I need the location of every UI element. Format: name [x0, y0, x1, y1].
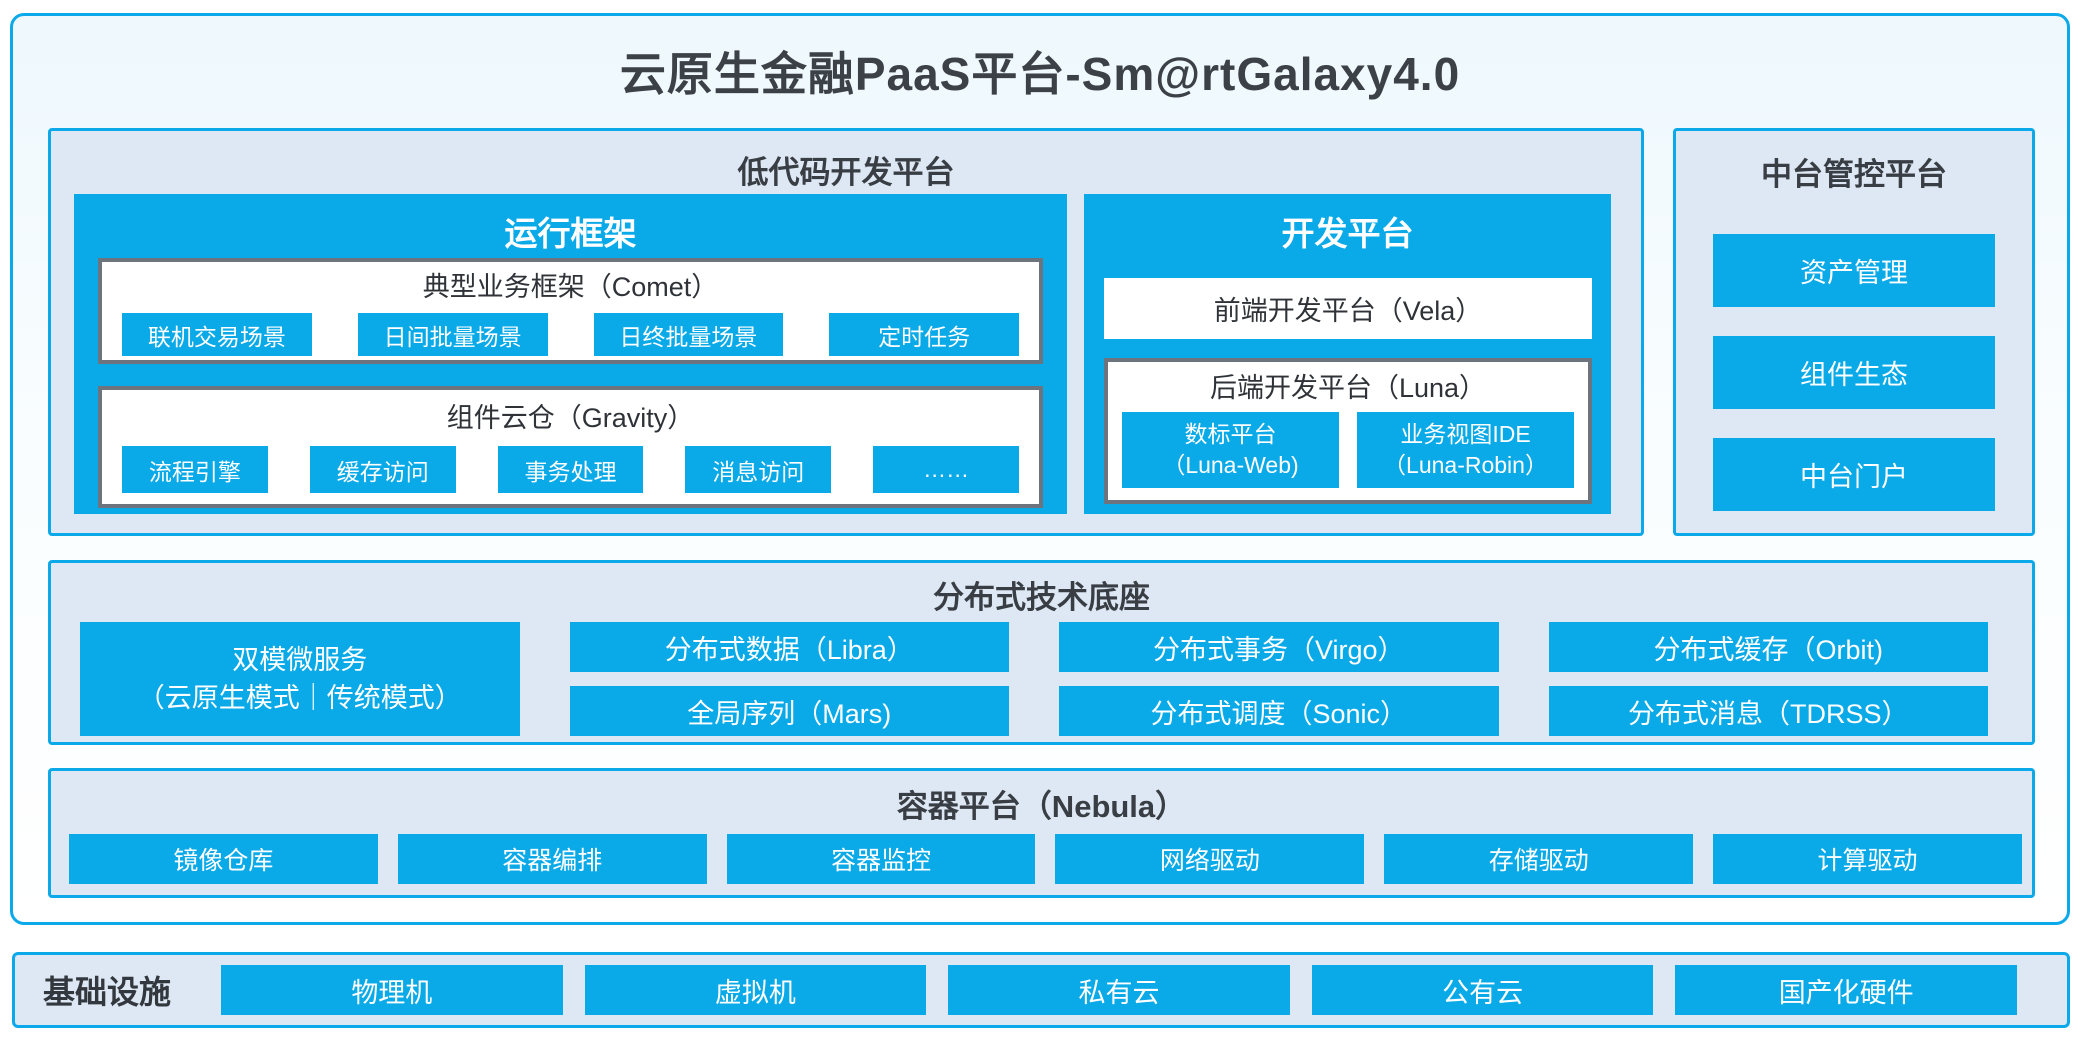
distributed-message-tdrss: 分布式消息（TDRSS） [1548, 686, 1988, 736]
distributed-scheduling-sonic: 分布式调度（Sonic） [1059, 686, 1499, 736]
dual-mode-microservice-box: 双模微服务 （云原生模式｜传统模式） [80, 622, 520, 736]
comet-item: 日终批量场景 [593, 313, 784, 356]
container-item-network-driver: 网络驱动 [1055, 834, 1365, 884]
container-platform-title: 容器平台（Nebula） [896, 789, 1187, 824]
comet-item: 定时任务 [829, 313, 1019, 356]
midplatform-title: 中台管控平台 [1761, 157, 1947, 192]
gravity-title: 组件云仓（Gravity） [446, 403, 695, 433]
dual-mode-line1: 双模微服务 [232, 645, 368, 675]
distributed-column-1: 分布式数据（Libra） 全局序列（Mars) [569, 622, 1009, 736]
page-title: 云原生金融PaaS平台-Sm@rtGalaxy4.0 [619, 48, 1461, 100]
dual-mode-line2: （云原生模式｜传统模式） [137, 683, 462, 713]
midplatform-item-portal: 中台门户 [1713, 438, 1995, 511]
midplatform-items: 资产管理 组件生态 中台门户 [1713, 234, 1995, 511]
gravity-items-row: 流程引擎 缓存访问 事务处理 消息访问 …… [122, 446, 1019, 493]
infrastructure-title: 基础设施 [43, 974, 172, 1010]
container-item-image-registry: 镜像仓库 [69, 834, 378, 884]
comet-item: 日间批量场景 [357, 313, 548, 356]
luna-items-row: 数标平台 （Luna-Web) 业务视图IDE （Luna-Robin） [1122, 412, 1574, 488]
container-item-monitoring: 容器监控 [726, 834, 1036, 884]
gravity-item: 缓存访问 [309, 446, 456, 493]
infra-item-virtual-machine: 虚拟机 [584, 965, 927, 1015]
comet-framework-box: 典型业务框架（Comet） 联机交易场景 日间批量场景 日终批量场景 定时任务 [98, 258, 1043, 364]
luna-web-label-line1: 数标平台 [1184, 421, 1277, 447]
container-item-compute-driver: 计算驱动 [1713, 834, 2022, 884]
dev-platform-box: 开发平台 前端开发平台（Vela） 后端开发平台（Luna） 数标平台 （Lun… [1084, 194, 1611, 514]
luna-backend-box: 后端开发平台（Luna） 数标平台 （Luna-Web) 业务视图IDE （Lu… [1104, 358, 1592, 504]
runtime-framework-title: 运行框架 [504, 215, 637, 252]
gravity-warehouse-box: 组件云仓（Gravity） 流程引擎 缓存访问 事务处理 消息访问 …… [98, 386, 1043, 508]
comet-item: 联机交易场景 [122, 313, 312, 356]
distributed-cache-orbit: 分布式缓存（Orbit) [1548, 622, 1988, 672]
container-item-orchestration: 容器编排 [397, 834, 707, 884]
gravity-item: 消息访问 [685, 446, 832, 493]
vela-frontend-box: 前端开发平台（Vela） [1104, 278, 1592, 339]
midplatform-item-asset-management: 资产管理 [1713, 234, 1995, 307]
infra-item-physical-machine: 物理机 [221, 965, 563, 1015]
distributed-title: 分布式技术底座 [933, 580, 1150, 615]
container-items-row: 镜像仓库 容器编排 容器监控 网络驱动 存储驱动 计算驱动 [69, 834, 2022, 884]
distributed-column-2: 分布式事务（Virgo） 分布式调度（Sonic） [1059, 622, 1499, 736]
panel-midplatform-control: 中台管控平台 资产管理 组件生态 中台门户 [1673, 128, 2035, 536]
luna-web-item: 数标平台 （Luna-Web) [1122, 412, 1339, 488]
infra-item-public-cloud: 公有云 [1311, 965, 1654, 1015]
comet-title: 典型业务框架（Comet） [422, 272, 719, 302]
luna-web-label-line2: （Luna-Web) [1162, 452, 1299, 478]
gravity-item-ellipsis: …… [873, 446, 1019, 493]
gravity-item: 事务处理 [497, 446, 644, 493]
panel-lowcode-platform: 低代码开发平台 运行框架 典型业务框架（Comet） 联机交易场景 日间批量场景… [48, 128, 1644, 536]
infra-item-domestic-hardware: 国产化硬件 [1675, 965, 2017, 1015]
comet-items-row: 联机交易场景 日间批量场景 日终批量场景 定时任务 [122, 313, 1019, 356]
distributed-transaction-virgo: 分布式事务（Virgo） [1059, 622, 1499, 672]
infra-item-private-cloud: 私有云 [948, 965, 1290, 1015]
gravity-item: 流程引擎 [122, 446, 268, 493]
infrastructure-bar: 基础设施 物理机 虚拟机 私有云 公有云 国产化硬件 [12, 952, 2070, 1028]
luna-robin-label-line2: （Luna-Robin） [1383, 452, 1548, 478]
luna-robin-label-line1: 业务视图IDE [1400, 421, 1531, 447]
dev-platform-title: 开发平台 [1281, 215, 1414, 252]
distributed-data-libra: 分布式数据（Libra） [569, 622, 1009, 672]
platform-frame: 云原生金融PaaS平台-Sm@rtGalaxy4.0 低代码开发平台 运行框架 … [10, 13, 2070, 925]
panel-distributed-base: 分布式技术底座 双模微服务 （云原生模式｜传统模式） 分布式数据（Libra） … [48, 560, 2035, 745]
distributed-content: 双模微服务 （云原生模式｜传统模式） 分布式数据（Libra） 全局序列（Mar… [80, 622, 1988, 736]
lowcode-panel-title: 低代码开发平台 [737, 155, 955, 190]
distributed-column-3: 分布式缓存（Orbit) 分布式消息（TDRSS） [1548, 622, 1988, 736]
midplatform-item-component-ecosystem: 组件生态 [1713, 336, 1995, 409]
vela-label: 前端开发平台（Vela） [1213, 296, 1483, 326]
luna-robin-item: 业务视图IDE （Luna-Robin） [1357, 412, 1574, 488]
global-sequence-mars: 全局序列（Mars) [569, 686, 1009, 736]
container-item-storage-driver: 存储驱动 [1384, 834, 1694, 884]
panel-container-platform: 容器平台（Nebula） 镜像仓库 容器编排 容器监控 网络驱动 存储驱动 计算… [48, 768, 2035, 898]
runtime-framework-box: 运行框架 典型业务框架（Comet） 联机交易场景 日间批量场景 日终批量场景 … [74, 194, 1067, 514]
luna-title: 后端开发平台（Luna） [1209, 373, 1487, 403]
